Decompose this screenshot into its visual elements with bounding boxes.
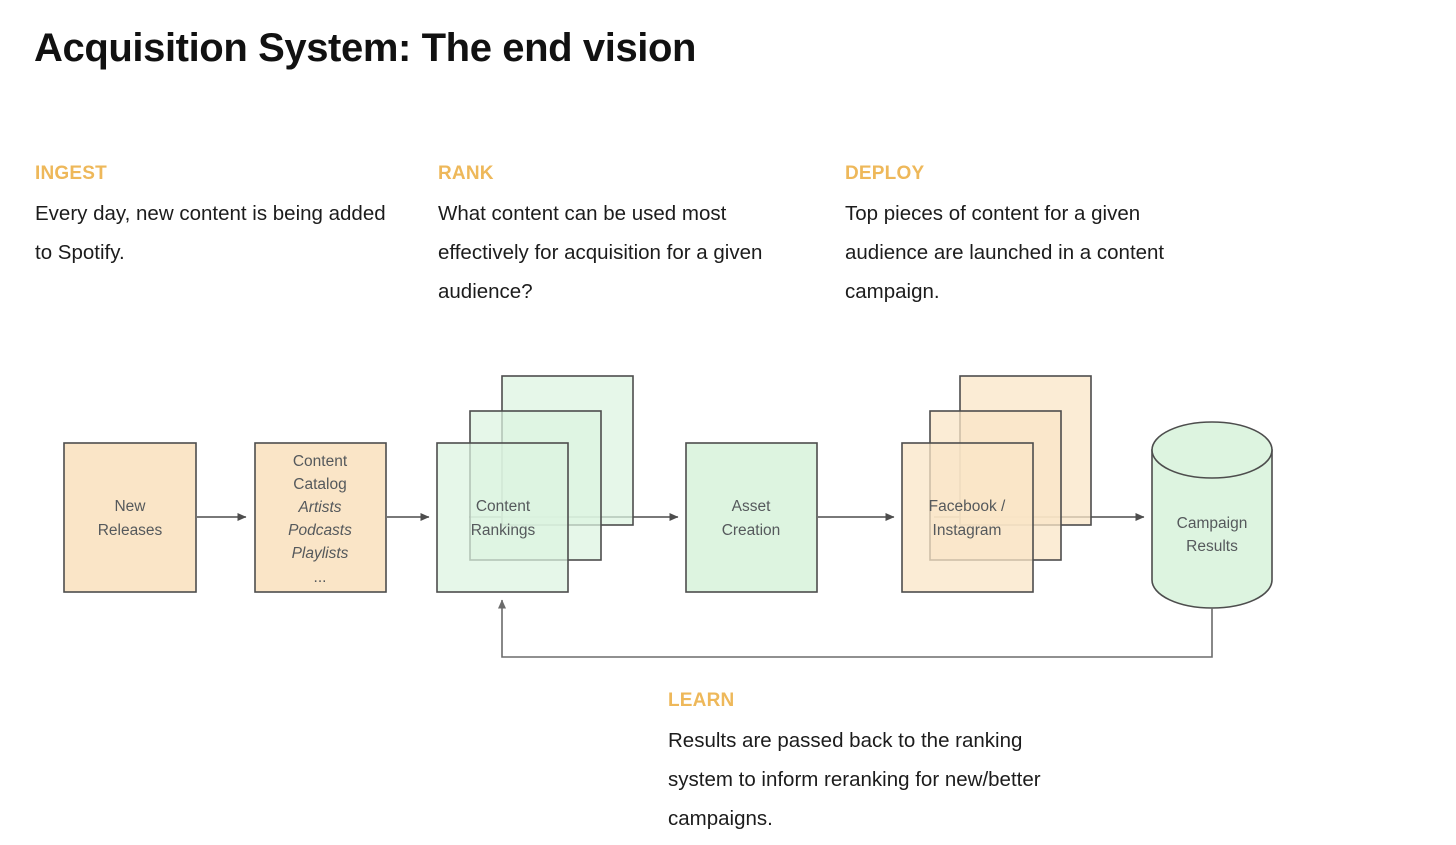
node-new-releases-line-1: New [114,498,146,515]
node-content-catalog-line-6: ... [314,569,327,586]
stage-label-learn: LEARN [668,690,735,711]
node-facebook-instagram[interactable]: Facebook / Instagram [901,375,1092,593]
node-campaign-results-line-2: Results [1186,538,1238,555]
stage-rank: RANK What content can be used most effec… [438,163,808,311]
stage-label-rank: RANK [438,163,494,184]
node-content-rankings-layer-2 [469,410,602,561]
node-content-catalog-line-4: Podcasts [288,522,352,539]
stage-label-deploy: DEPLOY [845,163,925,184]
node-asset-creation[interactable]: Asset Creation [685,442,818,593]
node-facebook-instagram-line-2: Instagram [933,522,1002,539]
node-content-rankings-layer-3 [501,375,634,526]
edge-feedback-loop [498,599,1213,658]
node-content-catalog-line-3: Artists [297,499,341,516]
node-asset-creation-line-1: Asset [732,498,771,515]
node-campaign-results[interactable]: Campaign Results [1151,421,1273,609]
node-content-rankings-layer-1 [436,442,569,593]
node-content-catalog-line-5: Playlists [292,545,349,562]
node-content-catalog-line-1: Content [293,453,348,470]
stage-body-learn: Results are passed back to the ranking s… [668,729,1041,830]
node-asset-creation-box [685,442,818,593]
stage-body-rank: What content can be used most effectivel… [438,202,763,303]
stage-learn: LEARN Results are passed back to the ran… [668,690,1068,838]
node-facebook-instagram-layer-1 [901,442,1034,593]
node-content-rankings-line-2: Rankings [471,522,536,539]
node-campaign-results-top [1151,421,1273,479]
stage-label-ingest: INGEST [35,163,107,184]
node-new-releases[interactable]: New Releases [63,442,197,593]
node-content-catalog-line-2: Catalog [293,476,346,493]
node-facebook-instagram-layer-3 [959,375,1092,526]
stage-body-ingest: Every day, new content is being added to… [35,202,386,264]
node-content-rankings-line-1: Content [476,498,531,515]
node-facebook-instagram-line-1: Facebook / [929,498,1006,515]
node-campaign-results-line-1: Campaign [1177,515,1248,532]
node-new-releases-box [63,442,197,593]
page-title: Acquisition System: The end vision [34,26,697,70]
stage-ingest: INGEST Every day, new content is being a… [35,163,405,272]
stage-deploy: DEPLOY Top pieces of content for a given… [845,163,1215,311]
node-content-catalog[interactable]: Content Catalog Artists Podcasts Playlis… [254,442,387,593]
node-content-catalog-box [254,442,387,593]
node-new-releases-line-2: Releases [98,522,163,539]
stage-body-deploy: Top pieces of content for a given audien… [845,202,1165,303]
node-asset-creation-line-2: Creation [722,522,781,539]
node-content-rankings[interactable]: Content Rankings [436,375,634,593]
node-campaign-results-body [1151,449,1273,609]
node-facebook-instagram-layer-2 [929,410,1062,561]
